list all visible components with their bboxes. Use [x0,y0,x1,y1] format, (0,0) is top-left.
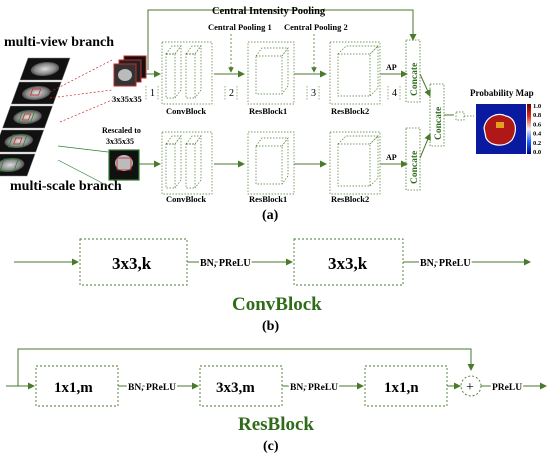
resblock-skip-connection [17,348,475,386]
resblock-act2-label: BN, PReLU [290,383,338,393]
multi-view-branch-label: multi-view branch [4,35,114,50]
multi-scale-branch-label: multi-scale branch [10,179,122,194]
resblock2-top [329,41,381,105]
arrow-concat-top-final [419,73,431,97]
central-pooling-2-label: Central Pooling 2 [284,22,348,32]
colorbar-tick-label: 1.0 [533,103,541,110]
resblock-conv3-label: 1x1,n [384,380,419,396]
colorbar-tick-label: 0.0 [533,149,541,156]
colorbar-tick-label: 0.6 [533,121,542,128]
resblock1-bottom [247,131,295,195]
residual-add-symbol: + [466,380,474,395]
step-brackets [145,86,401,100]
resblock-conv1-label: 1x1,m [54,380,93,396]
convblock-bottom-label: ConvBlock [166,194,206,204]
ap-top-label: AP [386,63,397,72]
colorbar-tick-label: 0.4 [533,131,542,138]
convblock-act1-label: BN, PReLU [200,258,251,269]
ct-slice-stack [0,57,71,177]
convblock-conv2-label: 3x3,k [328,254,368,273]
concat-bottom: Concate [405,127,421,191]
concat-top-label: Concate [410,63,420,96]
rescaled-label-line2: 3x35x35 [106,137,134,146]
central-intensity-pooling-label: Central Intensity Pooling [212,6,326,17]
convblock-title: ConvBlock [232,294,322,315]
resblock-act3-label: PReLU [492,383,522,393]
step-4-label: 4 [392,88,397,99]
probability-map-label: Probability Map [470,88,534,98]
rescaled-label-line1: Rescaled to [102,126,141,135]
colorbar-tick-label: 0.2 [533,140,541,147]
probability-map-image [476,104,531,154]
ap-bottom-label: AP [386,153,397,162]
panel-a-caption: (a) [262,208,279,223]
concat-final-label: Concate [434,107,444,140]
panel-c: 1x1,m BN, PReLU 3x3,m BN, PReLU 1x1,n + … [6,348,547,454]
central-pooling-1-label: Central Pooling 1 [208,22,272,32]
panel-c-caption: (c) [263,439,279,454]
multi-view-connectors [49,59,113,123]
resblock1-bottom-label: ResBlock1 [249,194,287,204]
panel-b: 3x3,k BN, PReLU 3x3,k BN, PReLU ConvBloc… [14,238,531,334]
colorbar-tick-label: 0.8 [533,112,542,119]
panel-a: multi-view branch multi-scale branch [0,6,542,223]
step-3-label: 3 [311,88,316,99]
step-2-label: 2 [229,88,234,99]
convblock-conv1-label: 3x3,k [112,254,152,273]
concat-final: Concate [429,83,445,147]
resblock-conv2-label: 3x3,m [216,380,255,396]
convblock-act2-label: BN, PReLU [420,258,471,269]
colorbar [527,104,531,154]
resblock-act1-label: BN, PReLU [128,383,176,393]
arrow-concat-bottom-final [419,133,431,159]
resblock2-bottom [329,131,381,195]
step-1-label: 1 [150,88,155,99]
convblock-bottom [161,131,213,195]
resblock2-bottom-label: ResBlock2 [331,194,369,204]
resblock2-top-label: ResBlock2 [331,106,369,116]
resblock1-top [247,41,295,105]
convblock-top-label: ConvBlock [166,106,206,116]
multi-scale-patch [108,149,140,181]
panel-b-caption: (b) [262,319,279,334]
multi-view-patch [113,55,147,87]
patch-size-label: 3x35x35 [112,94,142,104]
concat-top: Concate [405,39,421,103]
convblock-top [161,41,213,105]
central-intensity-pooling-path [147,9,417,70]
output-node [455,111,465,121]
multi-scale-connectors [57,145,109,187]
resblock-title: ResBlock [238,414,314,435]
concat-bottom-label: Concate [410,151,420,184]
colorbar-ticks: 1.0 0.8 0.6 0.4 0.2 0.0 [533,103,542,156]
resblock1-top-label: ResBlock1 [249,106,287,116]
